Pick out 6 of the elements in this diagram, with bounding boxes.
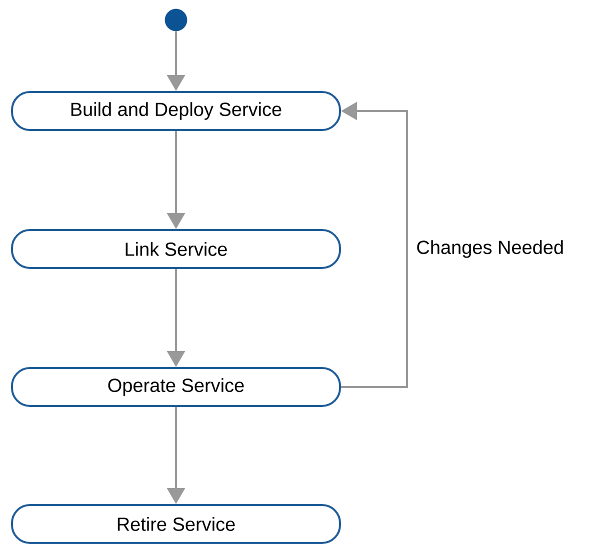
start-dot [164, 8, 188, 32]
process-box: Build and Deploy Service [11, 91, 341, 131]
process-box: Retire Service [11, 504, 341, 544]
process-box: Operate Service [11, 367, 341, 407]
edge-label: Changes Needed [415, 239, 566, 259]
process-box: Link Service [11, 229, 341, 269]
